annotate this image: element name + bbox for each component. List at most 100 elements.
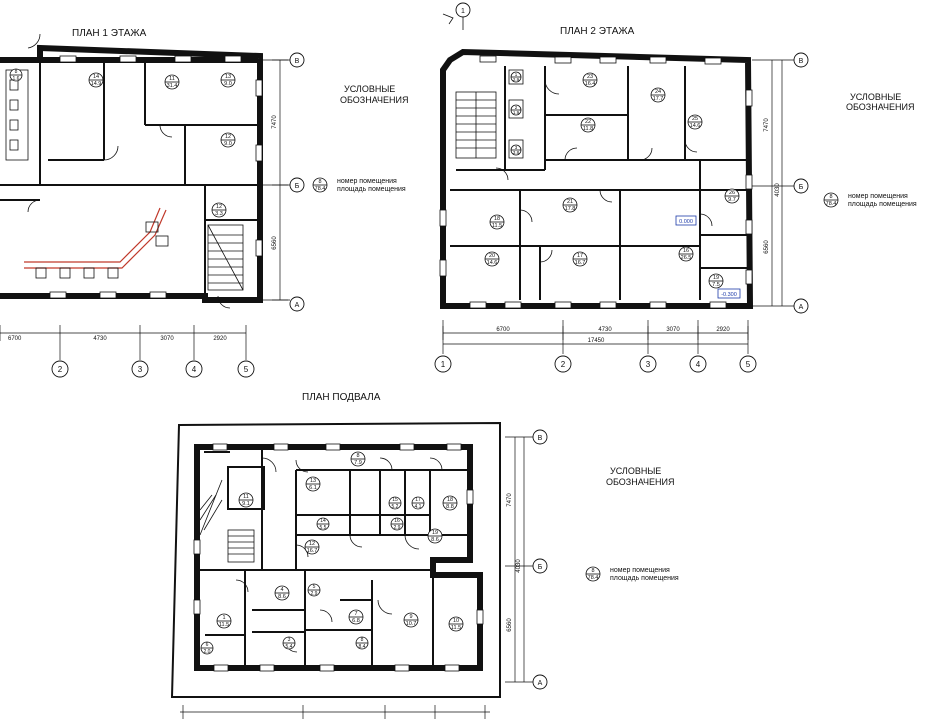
dimension-label: 4030 bbox=[516, 559, 522, 573]
axis-label: 5 bbox=[244, 365, 249, 374]
room-area: 6.1 bbox=[309, 485, 317, 491]
dimension-label: 7470 bbox=[272, 115, 278, 129]
room-area: 9.0 bbox=[224, 81, 232, 87]
room-marker: 136.1 bbox=[305, 476, 321, 492]
room-marker: 81.6 bbox=[9, 68, 23, 82]
room-area: 17.7 bbox=[653, 96, 664, 102]
axis-label: 1 bbox=[441, 360, 446, 369]
floor1-partitions bbox=[0, 60, 258, 296]
basement-stair bbox=[199, 479, 255, 563]
level-value: 0.000 bbox=[679, 219, 693, 225]
room-area: 16.7 bbox=[307, 548, 318, 554]
floor2-axis-bubbles: 1 2 3 4 5 bbox=[434, 355, 757, 373]
legend-floor1: УСЛОВНЫЕ ОБОЗНАЧЕНИЯ 878.4 номер помещен… bbox=[312, 84, 409, 193]
legend-room-symbol: 878.4 bbox=[823, 192, 839, 208]
room-number: 20 bbox=[489, 253, 495, 259]
floor1-stair bbox=[207, 224, 244, 291]
room-number: 22 bbox=[585, 119, 591, 125]
room-number: 8 bbox=[361, 637, 364, 643]
legend-floor2: УСЛОВНЫЕ ОБОЗНАЧЕНИЯ 878.4 номер помещен… bbox=[823, 92, 917, 208]
level-marker bbox=[717, 288, 741, 299]
dimension-label: 4730 bbox=[93, 336, 107, 342]
room-marker: 76.8 bbox=[348, 609, 364, 625]
room-area: 5.2 bbox=[392, 504, 399, 510]
room-marker: 21.9 bbox=[510, 104, 522, 116]
room-area: 1.9 bbox=[513, 110, 520, 115]
legend-heading-line1: УСЛОВНЫЕ bbox=[850, 92, 901, 102]
room-number: 4 bbox=[280, 587, 283, 593]
floor1-axis-bubbles: 2 3 4 5 bbox=[51, 360, 255, 378]
room-marker: 162.9 bbox=[390, 517, 404, 531]
room-marker: 87.9 bbox=[350, 451, 366, 467]
room-area: 2.9 bbox=[311, 591, 318, 597]
room-area: 17.8 bbox=[565, 206, 576, 212]
room-area: 26.5 bbox=[681, 255, 692, 261]
dimension-label: 7470 bbox=[507, 493, 513, 507]
room-number: 17 bbox=[415, 497, 421, 503]
room-number: 12 bbox=[216, 204, 222, 210]
axis-label: Б bbox=[538, 564, 543, 571]
axis-label: Б bbox=[799, 184, 804, 191]
dimension-label: 6700 bbox=[8, 336, 22, 342]
room-marker: 910.7 bbox=[403, 612, 419, 628]
room-marker: 155.2 bbox=[388, 496, 402, 510]
room-area: 5.5 bbox=[320, 525, 327, 531]
basement-plan: 87.9 119.1 136.1 155.2 174.1 188.8 145.5… bbox=[170, 421, 548, 719]
room-number: 18 bbox=[447, 497, 453, 503]
room-area: 14.9 bbox=[91, 81, 102, 87]
room-area: 8.4 bbox=[359, 644, 366, 650]
room-area: 8.6 bbox=[431, 537, 439, 543]
room-number: 2 bbox=[515, 105, 518, 110]
room-number: 14 bbox=[320, 518, 326, 524]
axis-label: А bbox=[538, 680, 543, 687]
room-number: 23 bbox=[587, 74, 593, 80]
room-area: 2.9 bbox=[394, 525, 401, 531]
room-number: 12 bbox=[225, 134, 231, 140]
room-marker: 35.4 bbox=[282, 636, 296, 650]
room-marker: 174.1 bbox=[411, 496, 425, 510]
dimension-label: 2920 bbox=[716, 327, 730, 333]
room-area: 16.7 bbox=[575, 260, 586, 266]
floor1-desks bbox=[35, 221, 169, 279]
axis-label: 2 bbox=[58, 365, 63, 374]
dimension-label: 2920 bbox=[213, 336, 227, 342]
room-number: 8 bbox=[356, 453, 359, 459]
floor2-windows bbox=[439, 55, 753, 309]
legend-text-number: номер помещения bbox=[848, 193, 908, 200]
room-area: 8.8 bbox=[446, 504, 454, 510]
legend-text-number: номер помещения bbox=[337, 178, 397, 185]
axis-label: 4 bbox=[192, 365, 197, 374]
legend-sample-num: 8 bbox=[591, 568, 594, 574]
room-area: 1.6 bbox=[13, 76, 20, 82]
legend-text-area: площадь помещения bbox=[610, 575, 679, 582]
legend-sample-area: 78.4 bbox=[588, 575, 599, 581]
section-mark-label: 1 bbox=[461, 8, 465, 15]
floor1-side-dimension bbox=[262, 59, 290, 301]
room-number: 7 bbox=[354, 611, 357, 617]
legend-heading-line1: УСЛОВНЫЕ bbox=[610, 466, 661, 476]
room-number: 10 bbox=[453, 618, 459, 624]
basement-lift-shaft bbox=[227, 466, 265, 510]
axis-label: 3 bbox=[138, 365, 143, 374]
floor1-side-axes: В Б А bbox=[289, 52, 305, 312]
legend-text-area: площадь помещения bbox=[848, 201, 917, 208]
dimension-label: 7470 bbox=[764, 118, 770, 132]
floor1-counter-inner bbox=[24, 209, 167, 269]
dimension-total: 17450 bbox=[588, 338, 605, 344]
floor1-counter bbox=[24, 207, 161, 263]
legend-text-number: номер помещения bbox=[610, 567, 670, 574]
room-number: 13 bbox=[225, 74, 231, 80]
basement-room-markers: 87.9 119.1 136.1 155.2 174.1 188.8 145.5… bbox=[200, 451, 464, 655]
legend-heading-line2: ОБОЗНАЧЕНИЯ bbox=[340, 95, 409, 105]
floor2-stair bbox=[455, 91, 497, 159]
